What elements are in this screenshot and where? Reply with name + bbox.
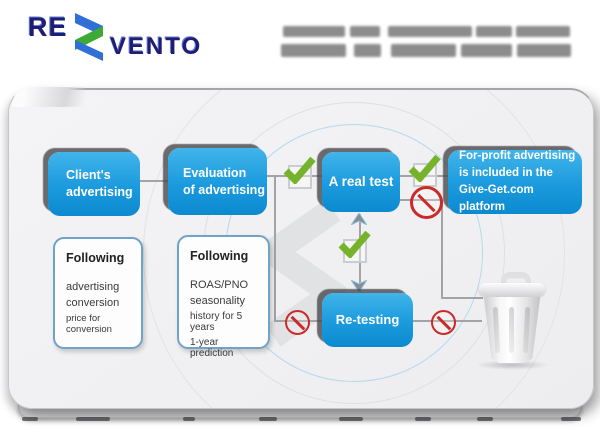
redacted-title-block xyxy=(517,44,571,57)
flow-box-evaluation: Evaluation of advertising xyxy=(168,148,267,215)
panel-foot xyxy=(339,417,363,421)
green-check-icon xyxy=(408,154,441,182)
trash-can-icon xyxy=(475,272,549,370)
flow-box-label: Evaluation of advertising xyxy=(183,165,265,197)
logo-text-vento: VENTO xyxy=(110,33,203,60)
trash-lid-handle xyxy=(501,272,531,292)
panel-foot xyxy=(415,417,431,421)
flow-box-label: For-profit advertising is included in th… xyxy=(459,149,576,214)
connector-client-evaluation xyxy=(140,180,168,182)
panel-foot xyxy=(477,417,493,421)
note-line: seasonality xyxy=(190,295,246,307)
panel-foot xyxy=(561,417,581,421)
panel-foot xyxy=(259,417,277,421)
note-line: price for conversion xyxy=(66,313,112,335)
panel-corner-curl xyxy=(12,87,130,107)
green-check-icon xyxy=(283,156,316,184)
green-check-icon xyxy=(338,230,371,258)
redacted-title-block xyxy=(281,44,346,57)
redacted-title-block xyxy=(350,26,380,37)
flow-box-label: Re-testing xyxy=(335,312,400,328)
note-line: 1-year prediction xyxy=(190,337,234,359)
zigzag-brand-icon xyxy=(75,13,103,61)
flow-box-label: A real test xyxy=(328,173,394,189)
note-following-roas: Following ROAS/PNO seasonality history f… xyxy=(177,235,270,359)
decor-circle xyxy=(143,90,565,408)
flow-box-for-profit: For-profit advertising is included in th… xyxy=(448,150,582,214)
trash-body xyxy=(483,297,541,363)
red-prohibition-icon xyxy=(285,310,310,335)
redacted-title-block xyxy=(388,26,472,37)
rezvento-logo: RE VENTO xyxy=(0,0,240,75)
logo-text-re: RE xyxy=(28,12,68,42)
connector-evaluation-retesting-vertical xyxy=(274,176,276,322)
flow-box-real-test: A real test xyxy=(322,152,400,212)
panel-foot xyxy=(183,417,195,421)
trash-groove xyxy=(522,306,531,354)
flow-box-label: Client's advertising xyxy=(66,168,133,199)
flow-box-client-advertising: Client's advertising xyxy=(48,152,140,216)
trash-lid xyxy=(479,283,545,296)
connector-reject-vertical xyxy=(441,200,443,298)
redacted-title-block xyxy=(461,44,512,57)
arrow-up-icon xyxy=(351,213,367,225)
red-prohibition-icon xyxy=(431,310,456,335)
flow-box-retesting: Re-testing xyxy=(322,293,413,347)
note-line: history for 5 years xyxy=(190,311,243,333)
note-title: Following xyxy=(190,249,249,263)
red-prohibition-icon xyxy=(410,186,443,219)
redacted-title-block xyxy=(354,44,381,57)
note-line: conversion xyxy=(66,297,120,309)
connector-realtest-retesting xyxy=(359,214,361,292)
connector-reject-trash xyxy=(441,297,483,299)
redacted-title-block xyxy=(391,44,456,57)
note-title: Following xyxy=(66,251,125,265)
trash-groove xyxy=(492,306,501,354)
redacted-title-block xyxy=(516,26,570,37)
redacted-title-block xyxy=(476,26,512,37)
panel-foot xyxy=(76,417,110,421)
trash-groove xyxy=(509,307,514,353)
panel-foot xyxy=(22,417,38,421)
trash-shadow xyxy=(475,360,549,370)
arrow-down-icon xyxy=(351,280,367,292)
note-line: advertising xyxy=(66,281,120,293)
note-following-advertising: Following advertising conversion price f… xyxy=(53,237,143,349)
note-line: ROAS/PNO xyxy=(190,279,249,291)
redacted-title-block xyxy=(283,26,345,37)
